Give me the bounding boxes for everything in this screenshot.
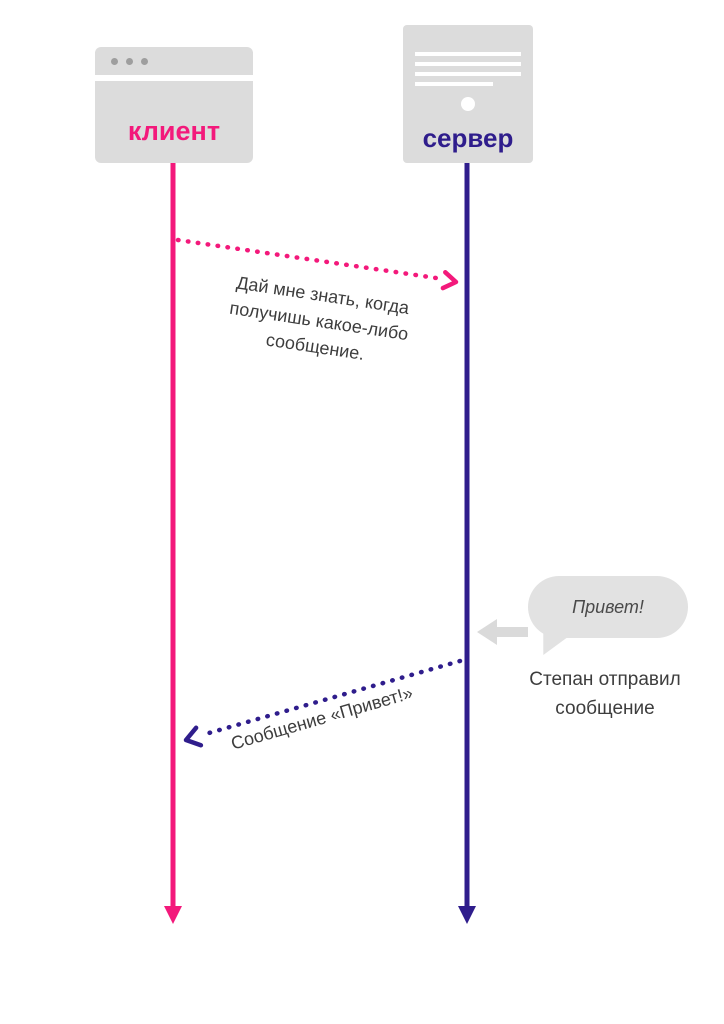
speech-bubble-text: Привет! (572, 596, 644, 617)
server-text-line (415, 62, 521, 66)
client-label: клиент (127, 115, 221, 146)
incoming-arrow-icon (496, 627, 528, 637)
server-text-line (415, 72, 521, 76)
server-text-line (415, 52, 521, 56)
server-lifeline-arrowhead-icon (458, 906, 476, 924)
speech-bubble: Привет! (528, 576, 688, 660)
incoming-arrow-head-icon (477, 619, 497, 645)
client-lifeline-arrowhead-icon (164, 906, 182, 924)
browser-dot-icon (111, 57, 118, 65)
deliver-message-arrowhead-icon (183, 725, 204, 748)
browser-dot-icon (141, 57, 148, 65)
server-power-dot-icon (461, 97, 475, 111)
subscribe-message-arrowhead-icon (440, 270, 459, 291)
client-browser-icon: клиент (95, 47, 253, 163)
server-icon: сервер (403, 25, 533, 163)
browser-separator (95, 75, 253, 81)
server-text-line (415, 82, 493, 86)
sender-caption: Степан отправил сообщение (529, 669, 681, 719)
browser-titlebar (95, 47, 253, 75)
browser-dot-icon (126, 57, 133, 65)
server-label: сервер (422, 123, 514, 153)
